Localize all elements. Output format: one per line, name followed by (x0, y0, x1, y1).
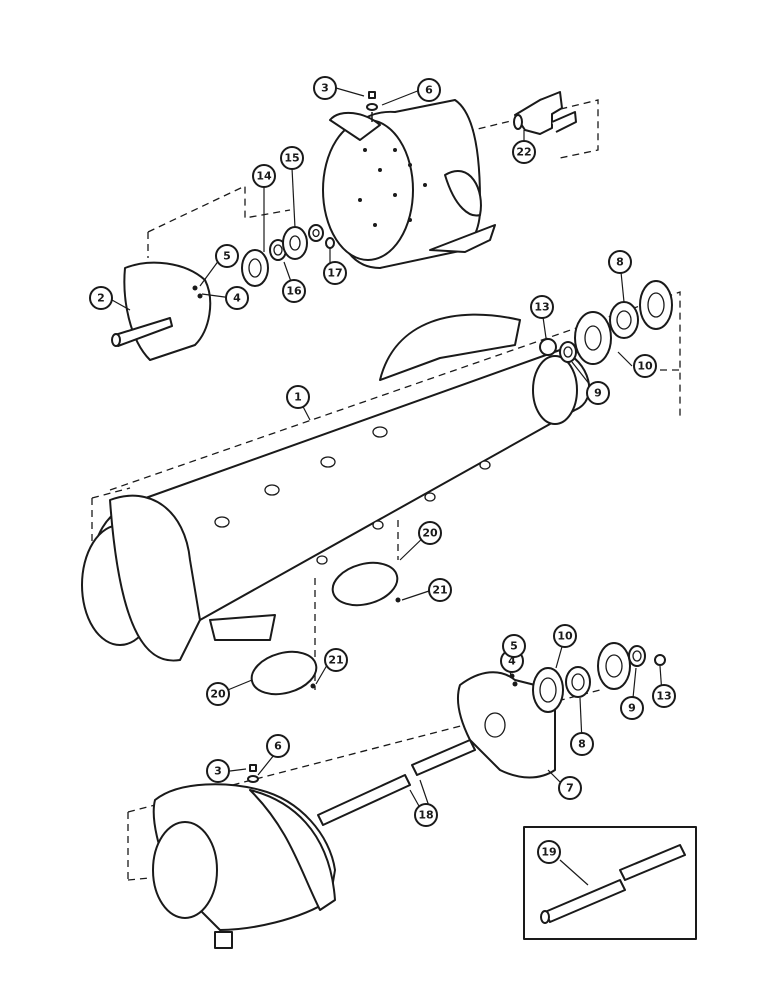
callout-6-lower: 6 (266, 734, 290, 758)
callout-8-upper: 8 (608, 250, 632, 274)
end-plate-part-2 (111, 261, 212, 361)
svg-text:17: 17 (327, 267, 342, 280)
tube-holes-main (214, 426, 491, 565)
callout-7: 7 (558, 776, 582, 800)
main-auger-tube (81, 313, 591, 662)
svg-text:2: 2 (97, 292, 105, 305)
callout-13-upper: 13 (530, 295, 554, 319)
callout-14: 14 (252, 164, 276, 188)
bearing-set-upper (241, 224, 335, 287)
coupling-part-22 (513, 91, 577, 135)
end-plate-part-7 (457, 671, 556, 779)
svg-text:3: 3 (214, 765, 222, 778)
svg-text:21: 21 (432, 584, 447, 597)
svg-text:21: 21 (328, 654, 343, 667)
svg-text:5: 5 (223, 250, 231, 263)
svg-text:1: 1 (294, 391, 302, 404)
svg-text:13: 13 (534, 301, 549, 314)
svg-text:20: 20 (422, 527, 438, 540)
svg-text:22: 22 (516, 146, 531, 159)
svg-text:4: 4 (508, 655, 516, 668)
callout-8-lower: 8 (570, 732, 594, 756)
svg-text:13: 13 (656, 690, 671, 703)
callout-9-upper: 9 (586, 381, 610, 405)
lower-auger-section (152, 783, 336, 949)
callout-22: 22 (512, 140, 536, 164)
callout-5-upper: 5 (215, 244, 239, 268)
svg-text:10: 10 (637, 360, 653, 373)
assembly-boundaries (91, 99, 681, 881)
bolt-washer-upper (366, 91, 378, 122)
callout-21-upper: 21 (428, 578, 452, 602)
svg-text:15: 15 (284, 152, 299, 165)
callout-13-lower: 13 (652, 684, 676, 708)
callout-19: 19 (537, 840, 561, 864)
svg-text:9: 9 (628, 702, 636, 715)
callouts: 1 2 3 3 4 4 5 5 6 6 7 8 8 9 9 10 10 13 1… (89, 76, 676, 864)
bolt-washer-lower (247, 764, 259, 783)
bearing-set-lower (532, 642, 666, 713)
callout-10-lower: 10 (553, 624, 577, 648)
callout-4-upper: 4 (225, 286, 249, 310)
callout-20-lower: 20 (206, 682, 230, 706)
callout-17: 17 (323, 261, 347, 285)
svg-text:7: 7 (566, 782, 574, 795)
callout-16: 16 (282, 279, 306, 303)
svg-text:20: 20 (210, 688, 226, 701)
callout-10-upper: 10 (633, 354, 657, 378)
tube-holes (358, 148, 427, 227)
svg-text:16: 16 (286, 285, 302, 298)
callout-5-lower: 5 (502, 634, 526, 658)
svg-text:6: 6 (425, 84, 433, 97)
callout-1: 1 (286, 385, 310, 409)
bearing-set-right (539, 280, 673, 365)
svg-text:3: 3 (321, 82, 329, 95)
svg-text:10: 10 (557, 630, 573, 643)
upper-auger-tube (322, 99, 496, 269)
svg-text:9: 9 (594, 387, 602, 400)
callout-9-lower: 9 (620, 696, 644, 720)
svg-text:18: 18 (418, 809, 433, 822)
callout-2: 2 (89, 286, 113, 310)
callout-15: 15 (280, 146, 304, 170)
svg-text:14: 14 (256, 170, 272, 183)
svg-text:5: 5 (510, 640, 518, 653)
callout-21-lower: 21 (324, 648, 348, 672)
svg-text:8: 8 (616, 256, 624, 269)
callout-18: 18 (414, 803, 438, 827)
svg-text:8: 8 (578, 738, 586, 751)
callout-3-lower: 3 (206, 759, 230, 783)
svg-text:4: 4 (233, 292, 241, 305)
shafts-part-18 (317, 739, 476, 826)
cover-plates (250, 561, 401, 696)
callout-6-upper: 6 (417, 78, 441, 102)
svg-text:6: 6 (274, 740, 282, 753)
callout-20-upper: 20 (418, 521, 442, 545)
svg-text:19: 19 (541, 846, 556, 859)
callout-3-upper: 3 (313, 76, 337, 100)
